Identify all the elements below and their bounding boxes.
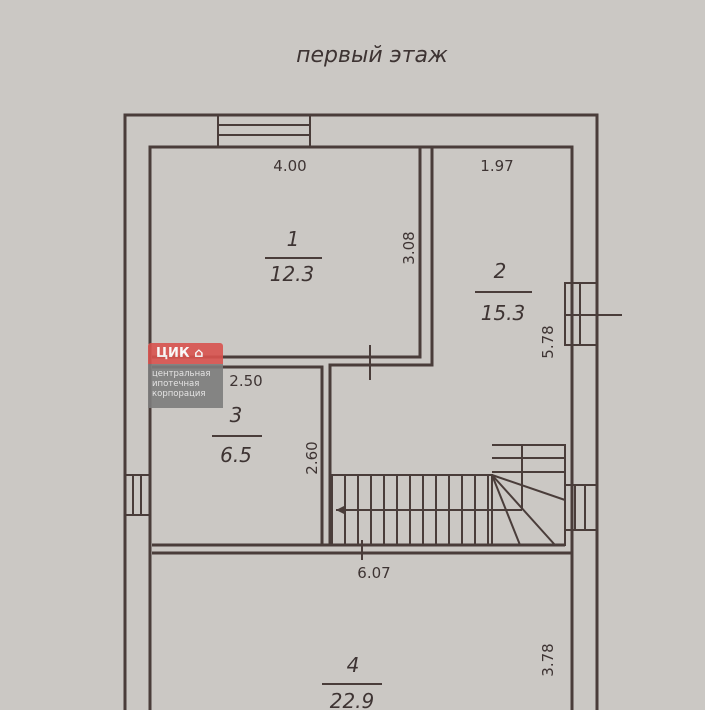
dim-room3-depth: 2.60: [303, 441, 321, 474]
room-number: 3: [230, 403, 243, 427]
room-4: 4 22.9: [322, 653, 382, 710]
room-number: 2: [494, 259, 507, 283]
window-top: [217, 114, 311, 148]
room-number: 4: [347, 653, 360, 677]
staircase: [331, 444, 566, 560]
watermark-brand: ЦИК: [156, 346, 190, 361]
dim-room2-width: 1.97: [480, 157, 513, 175]
watermark-caption: центральная ипотечная корпорация: [148, 364, 223, 408]
room-2: 2 15.3: [475, 259, 532, 325]
dim-room1-depth: 3.08: [400, 231, 418, 264]
window-right-upper: [564, 282, 622, 346]
dim-room2-depth: 5.78: [539, 325, 557, 358]
room-1: 1 12.3: [265, 227, 322, 286]
room-number: 1: [287, 227, 300, 251]
dimensions: 4.00 1.97 3.08 5.78 2.50 2.60 6.07 3.78: [229, 157, 557, 677]
dim-room1-width: 4.00: [273, 157, 306, 175]
room-3: 3 6.5: [212, 403, 262, 467]
dim-room4-depth: 3.78: [539, 643, 557, 676]
plan-title: первый этаж: [296, 43, 448, 68]
window-right-lower: [564, 484, 598, 531]
room-area: 15.3: [481, 301, 526, 325]
dim-hall-width: 6.07: [357, 564, 390, 582]
room-area: 22.9: [330, 689, 375, 710]
outer-walls: [123, 113, 599, 710]
window-left: [124, 474, 151, 516]
dim-room3-width: 2.50: [229, 372, 262, 390]
room-area: 12.3: [270, 262, 315, 286]
watermark-logo: ЦИК ⌂: [148, 343, 223, 364]
watermark-line: центральная: [152, 369, 211, 379]
watermark-line: ипотечная: [152, 379, 200, 389]
house-icon: ⌂: [194, 346, 204, 361]
watermark-line: корпорация: [152, 389, 206, 399]
room-area: 6.5: [220, 443, 252, 467]
